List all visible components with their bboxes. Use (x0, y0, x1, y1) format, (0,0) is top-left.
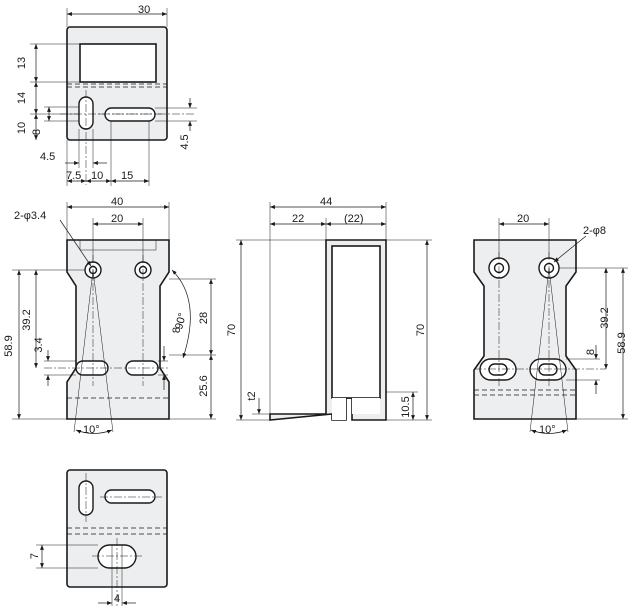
side-view: 44 22 (22) 70 t2 70 10.5 (226, 196, 432, 421)
front-right-hole-callout: 2-φ8 (583, 225, 606, 237)
side-dim-22-ref: (22) (344, 213, 364, 225)
top-view: 30 13 14 10 8 4.5 4.5 7.5 10 (16, 4, 197, 186)
front-left-outline (66, 239, 170, 420)
top-dim-13: 13 (16, 57, 28, 69)
side-dim-44: 44 (320, 196, 332, 208)
front-right-dim-8: 8 (585, 349, 597, 355)
front-right-view: 10° 20 2-φ8 39.2 58.9 8 (473, 213, 628, 436)
front-left-dim-3-4: 3.4 (33, 337, 45, 352)
top-dim-8: 8 (31, 129, 43, 135)
front-right-angle-10: 10° (539, 424, 556, 436)
front-left-angle-10: 10° (83, 424, 100, 436)
top-dim-14: 14 (16, 92, 28, 104)
front-left-angle-90: 90° (173, 312, 189, 331)
top-dim-7-5: 7.5 (66, 170, 81, 182)
front-left-dim-28: 28 (198, 312, 210, 324)
side-dim-t2: t2 (246, 391, 258, 400)
horizontal-slot (104, 107, 156, 122)
side-dim-22: 22 (292, 213, 304, 225)
bottom-view: 7 4 (29, 469, 168, 606)
side-view-channel (331, 245, 381, 399)
side-dim-10-5: 10.5 (400, 396, 412, 417)
top-dim-10-bottom: 10 (91, 170, 103, 182)
front-left-dim-58-9: 58.9 (3, 335, 15, 356)
side-dim-70-left: 70 (226, 324, 238, 336)
bottom-dim-4: 4 (114, 593, 120, 605)
front-left-dim-39-2: 39.2 (21, 309, 33, 330)
front-left-view: 10° 40 20 2-φ3.4 58.9 39.2 3.4 90° (3, 196, 216, 436)
front-right-dim-20: 20 (517, 213, 529, 225)
side-dim-70-right: 70 (415, 324, 427, 336)
top-dim-4-5-right: 4.5 (179, 134, 191, 149)
front-right-dim-58-9: 58.9 (616, 332, 628, 353)
front-left-dim-20: 20 (111, 213, 123, 225)
top-dim-4-5-left: 4.5 (40, 151, 55, 163)
bottom-dim-7: 7 (29, 553, 41, 559)
top-dim-15: 15 (121, 170, 133, 182)
front-right-dim-39-2: 39.2 (599, 307, 611, 328)
front-left-dim-40: 40 (111, 196, 123, 208)
top-view-window (79, 43, 157, 83)
front-left-hole-callout: 2-φ3.4 (14, 210, 46, 222)
front-left-dim-8: 8 (171, 327, 183, 333)
bottom-horizontal-slot (104, 489, 156, 504)
top-dim-10: 10 (16, 122, 28, 134)
front-left-dim-25-6: 25.6 (198, 375, 210, 396)
top-dim-30: 30 (138, 4, 150, 16)
